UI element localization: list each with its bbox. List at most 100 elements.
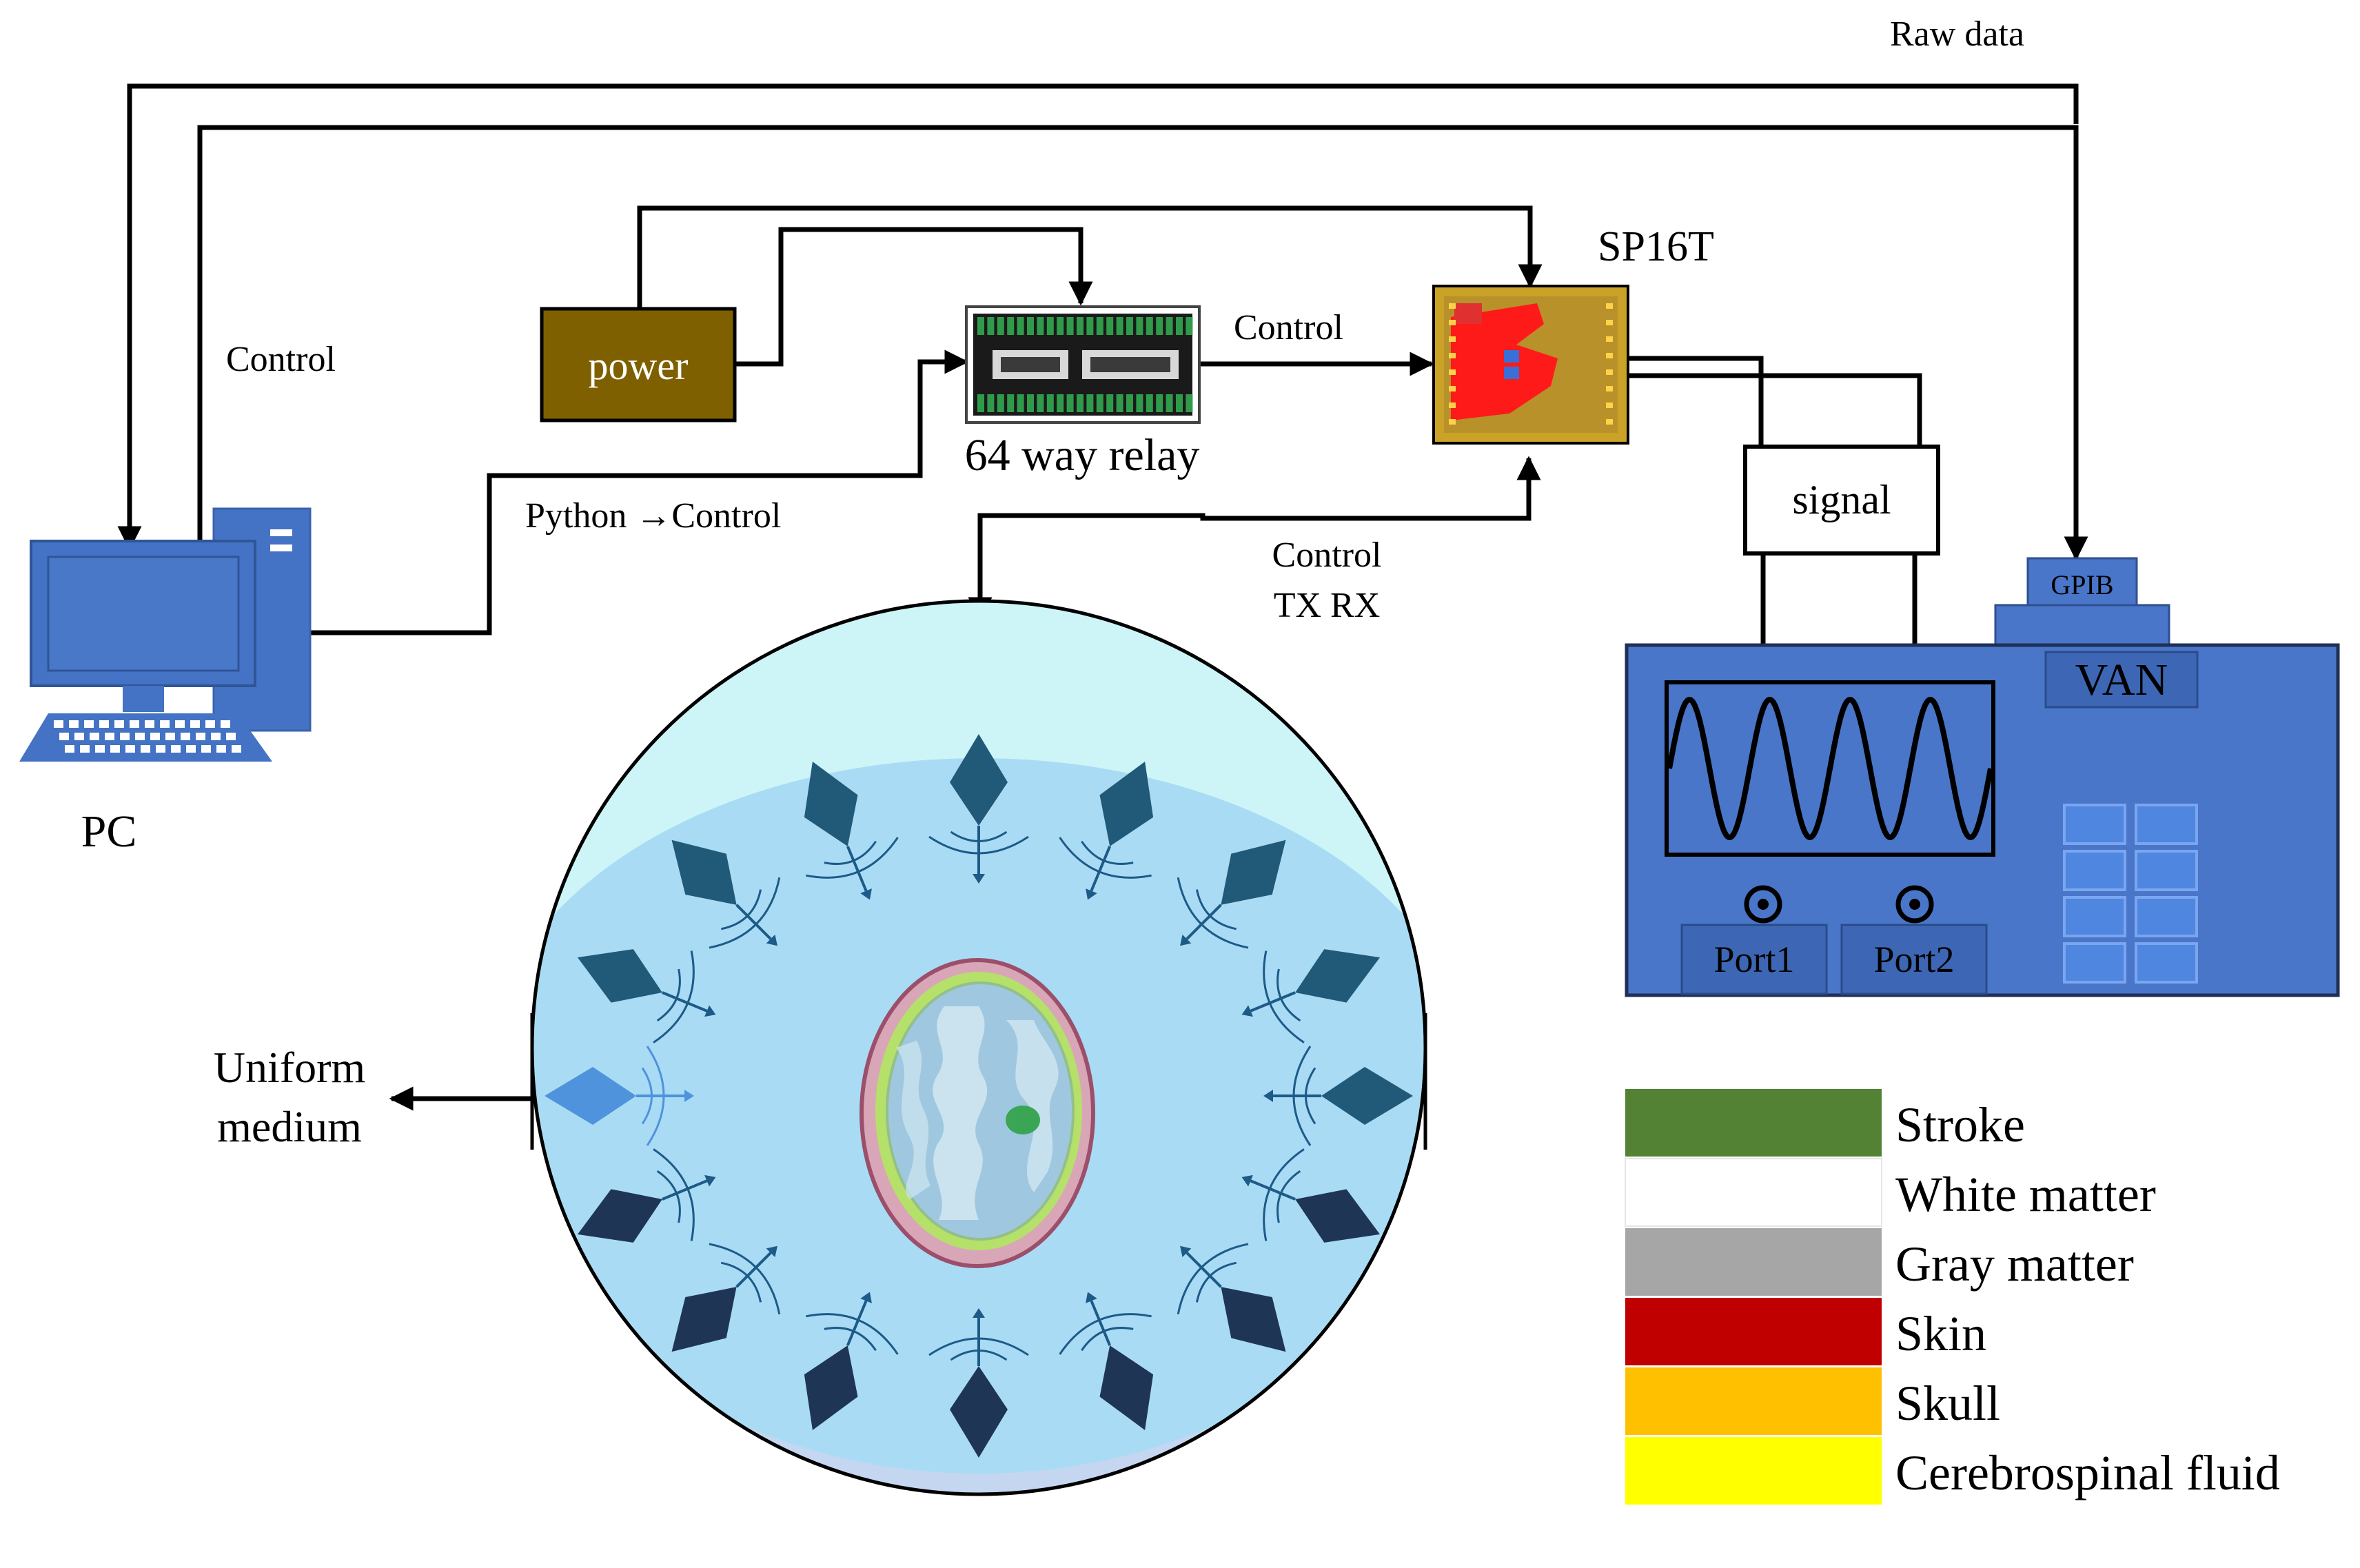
wave-front <box>824 840 877 865</box>
keypad-key <box>2063 804 2126 845</box>
keypad-key <box>2063 896 2126 937</box>
wave-arrow <box>704 1174 716 1187</box>
van-label: VAN <box>2075 655 2168 705</box>
wave-front <box>709 877 781 949</box>
relay-terminal <box>1017 317 1024 335</box>
signal-splitter[interactable]: signal <box>1743 445 1940 556</box>
keypad-key <box>2063 850 2126 891</box>
antenna-feed <box>846 1300 868 1346</box>
antenna-element <box>1099 761 1154 846</box>
antenna-feed <box>662 1179 708 1201</box>
keyboard-key <box>221 720 230 728</box>
sp16t-board-icon[interactable] <box>1432 285 1629 445</box>
sp16t-pad <box>1449 369 1456 375</box>
wave-arrow <box>684 1090 694 1102</box>
txrx-control-label: Control <box>1272 536 1382 575</box>
antenna-element <box>577 949 662 1003</box>
port1-box <box>1680 924 1828 995</box>
relay-terminal <box>1077 394 1084 412</box>
wave-arrow <box>1241 1005 1253 1017</box>
antenna-element <box>1295 949 1381 1003</box>
raw-data-label: Raw data <box>1890 14 2024 54</box>
keyboard-key <box>141 745 150 753</box>
keyboard-key <box>69 720 79 728</box>
vector-network-analyzer[interactable]: GPIB VAN Port1 Port2 <box>1625 557 2340 997</box>
wave-front <box>806 837 899 879</box>
keyboard-key <box>59 733 69 740</box>
van-label-box <box>2044 651 2199 709</box>
port2-connector[interactable] <box>1895 885 1934 924</box>
wave-arrow <box>766 1245 777 1258</box>
keyboard-key <box>186 745 196 753</box>
wave-arrow <box>766 934 777 946</box>
antenna-feed <box>1090 1300 1112 1346</box>
gpib-label: GPIB <box>2051 569 2113 600</box>
relay-terminal <box>1046 394 1054 412</box>
relay-terminal <box>1116 317 1123 335</box>
antenna-element <box>1321 1067 1413 1125</box>
wave-arrow <box>860 1292 872 1303</box>
antenna-feed <box>1090 846 1112 892</box>
wave-front <box>1177 877 1249 949</box>
wave-front <box>720 889 762 930</box>
keypad-key <box>2135 896 2198 937</box>
wave-front <box>1177 1243 1249 1315</box>
keyboard-key <box>160 720 170 728</box>
gpib-connector <box>2026 557 2138 607</box>
wave-front <box>950 1350 1008 1361</box>
power-supply[interactable]: power <box>540 307 737 422</box>
wave-front <box>950 831 1008 842</box>
keyboard-key <box>171 745 181 753</box>
antenna-feed <box>1186 1252 1222 1288</box>
antenna-array-phantom <box>530 599 1427 1496</box>
uniform-medium-label-1: Uniform <box>214 1043 365 1092</box>
pc-screen <box>47 556 240 672</box>
relay-terminal <box>1146 394 1153 412</box>
keyboard-key <box>84 720 94 728</box>
legend-label: Stroke <box>1895 1097 2025 1152</box>
relay-terminal <box>977 394 984 412</box>
labels: Raw data Control Control Python →Control… <box>81 14 2024 1151</box>
keyboard-key <box>232 745 241 753</box>
keypad-key <box>2135 850 2198 891</box>
legend-swatch <box>1625 1367 1882 1435</box>
relay-terminal <box>1037 394 1044 412</box>
wave-front <box>646 1046 665 1146</box>
antenna-feed <box>735 904 772 940</box>
wave-arrow <box>1086 888 1097 900</box>
power-box <box>540 307 737 422</box>
wave-arrow <box>704 1005 716 1017</box>
wave-front <box>1195 889 1237 930</box>
antenna-feed <box>846 846 868 892</box>
pc-stand <box>123 686 164 712</box>
wave-front <box>928 835 1029 855</box>
wave-front <box>1305 1067 1316 1125</box>
relay-terminal <box>987 394 995 412</box>
keyboard-key <box>201 745 211 753</box>
relay-terminal <box>1057 394 1064 412</box>
port1-connector[interactable] <box>1744 885 1782 924</box>
sp16t-pad <box>1606 419 1613 425</box>
wave-front <box>1263 950 1305 1043</box>
wave-arrow <box>973 874 985 884</box>
relay-terminal <box>1077 317 1084 335</box>
relay-terminal <box>1086 317 1094 335</box>
legend-swatch <box>1625 1437 1882 1505</box>
pc-control-label: Control <box>226 340 336 379</box>
legend-swatch <box>1625 1158 1882 1227</box>
keyboard-key <box>150 733 160 740</box>
wave-front <box>1081 840 1134 865</box>
relay-label: 64 way relay <box>965 430 1200 480</box>
relay-terminal <box>1027 394 1034 412</box>
relay-terminal <box>987 317 995 335</box>
relay-terminal <box>1176 394 1183 412</box>
relay-terminal <box>1186 317 1193 335</box>
keyboard-key <box>211 733 221 740</box>
wave-arrow <box>860 888 872 900</box>
wave-front <box>653 950 695 1043</box>
relay-board-icon[interactable] <box>965 305 1201 424</box>
wave-arrow <box>973 1308 985 1318</box>
desktop-computer-icon[interactable] <box>19 507 312 762</box>
port1-label: Port1 <box>1713 939 1794 980</box>
